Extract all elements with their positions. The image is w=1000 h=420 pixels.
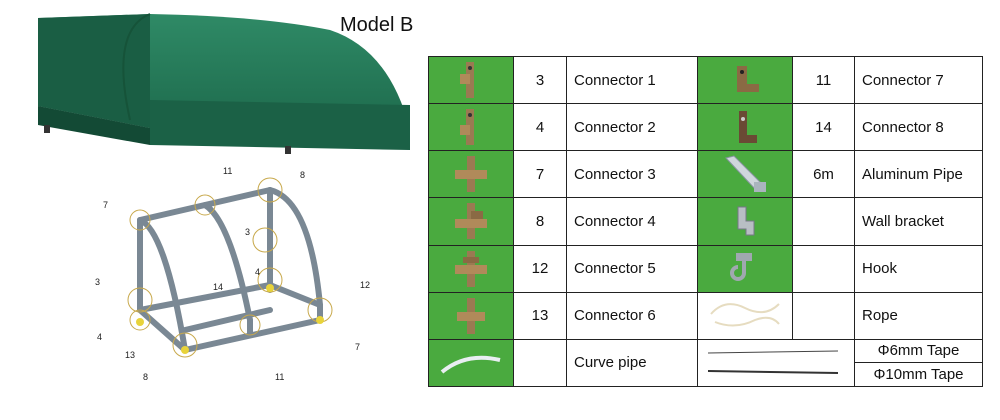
part-name: Connector 3 (566, 150, 698, 199)
connector-4-icon (428, 197, 514, 246)
connector-7-icon (697, 55, 793, 105)
callout-7-right: 7 (355, 342, 360, 352)
callout-11-bottom: 11 (275, 372, 284, 382)
callout-12: 12 (360, 280, 370, 290)
table-row: Φ10mm Tape (429, 362, 983, 387)
table-row: 13 Connector 6 Rope (428, 291, 983, 340)
connector-6-icon (428, 291, 514, 340)
part-qty (792, 244, 855, 293)
part-name: Aluminum Pipe (854, 150, 983, 199)
callout-11-top: 11 (223, 166, 232, 176)
awning-illustration (38, 13, 410, 154)
callout-8-bottom: 8 (143, 372, 148, 382)
callout-8-top: 8 (300, 170, 305, 180)
aluminum-pipe-icon (697, 150, 793, 199)
part-qty: 8 (513, 197, 567, 246)
connector-5-icon (428, 244, 514, 293)
part-qty: 3 (513, 55, 567, 105)
callout-14: 14 (213, 282, 223, 292)
part-qty: 6m (792, 150, 855, 199)
tape-6mm: Φ6mm Tape (854, 338, 983, 364)
table-row: Curve pipe Φ6mm Tape (428, 338, 983, 388)
part-qty: 14 (792, 103, 855, 152)
table-row: 7 Connector 3 6m Aluminum Pipe (428, 150, 983, 199)
part-name: Connector 5 (566, 244, 698, 293)
callout-3-left: 3 (95, 277, 100, 287)
part-qty (792, 197, 855, 246)
hook-icon (697, 244, 793, 293)
part-name: Connector 1 (566, 55, 698, 105)
part-name: Curve pipe (566, 338, 698, 388)
part-name: Connector 4 (566, 197, 698, 246)
callout-13: 13 (125, 350, 135, 360)
callout-7-left: 7 (103, 200, 108, 210)
parts-table: 3 Connector 1 11 Connector 7 4 Connector… (428, 55, 983, 388)
table-row: 8 Connector 4 Wall bracket (428, 197, 983, 246)
table-row: 12 Connector 5 Hook (428, 244, 983, 293)
connector-2-icon (428, 103, 514, 152)
rope-icon (697, 291, 793, 340)
part-name: Rope (854, 291, 983, 340)
connector-8-icon (697, 103, 793, 152)
part-qty: 4 (513, 103, 567, 152)
part-qty: 13 (513, 291, 567, 340)
part-qty: 7 (513, 150, 567, 199)
part-name: Connector 7 (854, 55, 983, 105)
curve-pipe-icon (428, 338, 514, 388)
model-title: Model B (340, 14, 414, 36)
callout-4-left: 4 (97, 332, 102, 342)
callout-4-mid: 4 (255, 267, 260, 277)
part-name: Connector 6 (566, 291, 698, 340)
part-qty: 12 (513, 244, 567, 293)
part-name: Connector 2 (566, 103, 698, 152)
connector-1-icon (428, 55, 514, 105)
connector-3-icon (428, 150, 514, 199)
wall-bracket-icon (697, 197, 793, 246)
tape-10mm: Φ10mm Tape (854, 362, 983, 387)
part-name: Wall bracket (854, 197, 983, 246)
part-name: Hook (854, 244, 983, 293)
part-qty (792, 291, 855, 340)
table-row: 4 Connector 2 14 Connector 8 (428, 103, 983, 152)
part-qty: 11 (792, 55, 855, 105)
table-row: 3 Connector 1 11 Connector 7 (428, 55, 983, 105)
part-name: Connector 8 (854, 103, 983, 152)
tape-icon (697, 338, 855, 388)
frame-diagram: 11 8 7 3 14 4 12 3 4 13 7 8 11 (95, 166, 370, 382)
callout-3-mid: 3 (245, 227, 250, 237)
part-qty (513, 338, 567, 388)
